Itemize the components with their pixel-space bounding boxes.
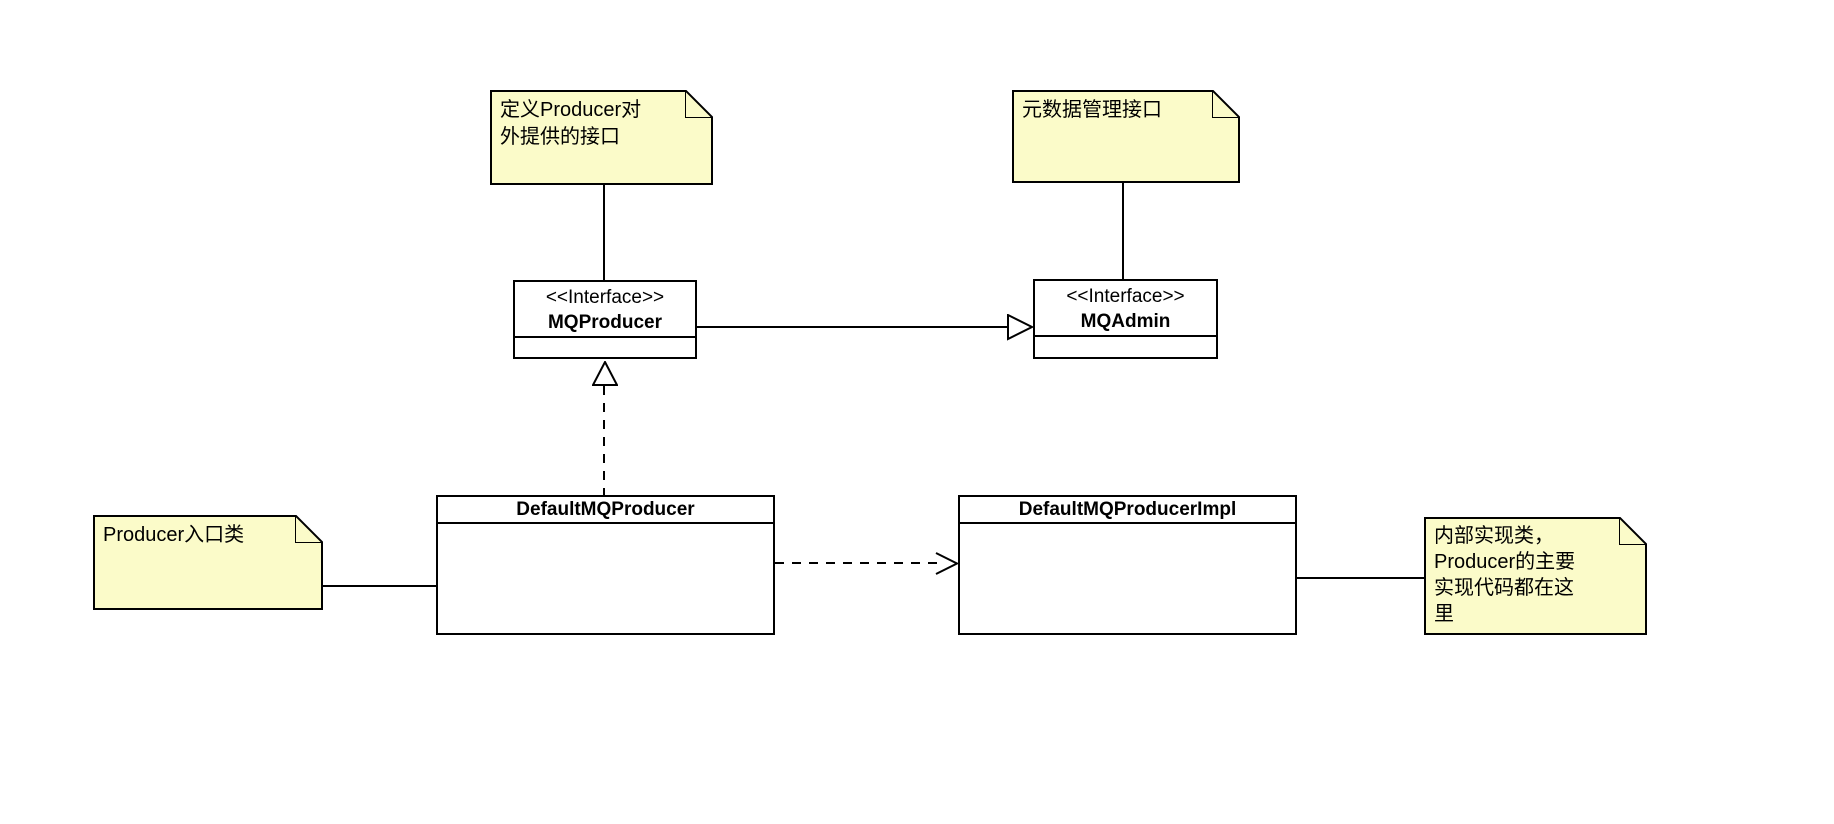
- empty-compartment: [1035, 335, 1216, 357]
- note-line: Producer入口类: [103, 524, 245, 546]
- note-fold-icon: [295, 515, 323, 543]
- class-name: MQProducer: [547, 312, 663, 333]
- note-text: Producer入口类: [95, 517, 321, 553]
- stereotype-label: <<Interface>>: [545, 287, 665, 308]
- edge-note-to-defaultmqproducerimpl: [1297, 577, 1424, 579]
- hollow-triangle-arrowhead-icon: [1007, 314, 1034, 341]
- edge-generalization-line: [697, 326, 1010, 328]
- hollow-triangle-up-arrowhead-icon: [592, 361, 618, 386]
- note-line: 元数据管理接口: [1022, 99, 1162, 121]
- note-fold-icon: [1619, 517, 1647, 545]
- note-line: 内部实现类，: [1434, 525, 1554, 547]
- edge-realization-line: [603, 386, 605, 495]
- note-line: 里: [1434, 603, 1454, 625]
- note-line: 定义Producer对: [500, 99, 642, 121]
- class-name: DefaultMQProducer: [438, 497, 773, 524]
- class-name: MQAdmin: [1080, 311, 1171, 332]
- note-impl-detail: 内部实现类， Producer的主要 实现代码都在这 里: [1424, 517, 1647, 635]
- class-header: <<Interface>> MQAdmin: [1035, 281, 1216, 334]
- note-producer-interface: 定义Producer对 外提供的接口: [490, 90, 713, 185]
- class-header: <<Interface>> MQProducer: [515, 282, 695, 335]
- edge-note-to-mqadmin: [1122, 183, 1124, 279]
- note-text: 元数据管理接口: [1014, 92, 1238, 128]
- note-text: 内部实现类， Producer的主要 实现代码都在这 里: [1426, 519, 1645, 631]
- stereotype-label: <<Interface>>: [1066, 286, 1185, 307]
- class-box-defaultmqproducer: DefaultMQProducer: [436, 495, 775, 635]
- edge-note-to-defaultmqproducer: [323, 585, 436, 587]
- edge-note-to-mqproducer: [603, 185, 605, 280]
- empty-compartment: [960, 524, 1295, 633]
- note-line: Producer的主要: [1434, 551, 1576, 573]
- class-box-defaultmqproducerimpl: DefaultMQProducerImpl: [958, 495, 1297, 635]
- note-fold-icon: [1212, 90, 1240, 118]
- note-line: 外提供的接口: [500, 126, 620, 148]
- empty-compartment: [438, 524, 773, 633]
- note-metadata-admin: 元数据管理接口: [1012, 90, 1240, 183]
- class-name: DefaultMQProducerImpl: [960, 497, 1295, 524]
- open-arrowhead-icon: [935, 552, 959, 575]
- note-fold-icon: [685, 90, 713, 118]
- note-text: 定义Producer对 外提供的接口: [492, 92, 711, 155]
- edge-dependency-line: [775, 562, 937, 564]
- note-producer-entry: Producer入口类: [93, 515, 323, 610]
- class-box-mqadmin: <<Interface>> MQAdmin: [1033, 279, 1218, 359]
- class-box-mqproducer: <<Interface>> MQProducer: [513, 280, 697, 359]
- empty-compartment: [515, 336, 695, 357]
- note-line: 实现代码都在这: [1434, 577, 1574, 599]
